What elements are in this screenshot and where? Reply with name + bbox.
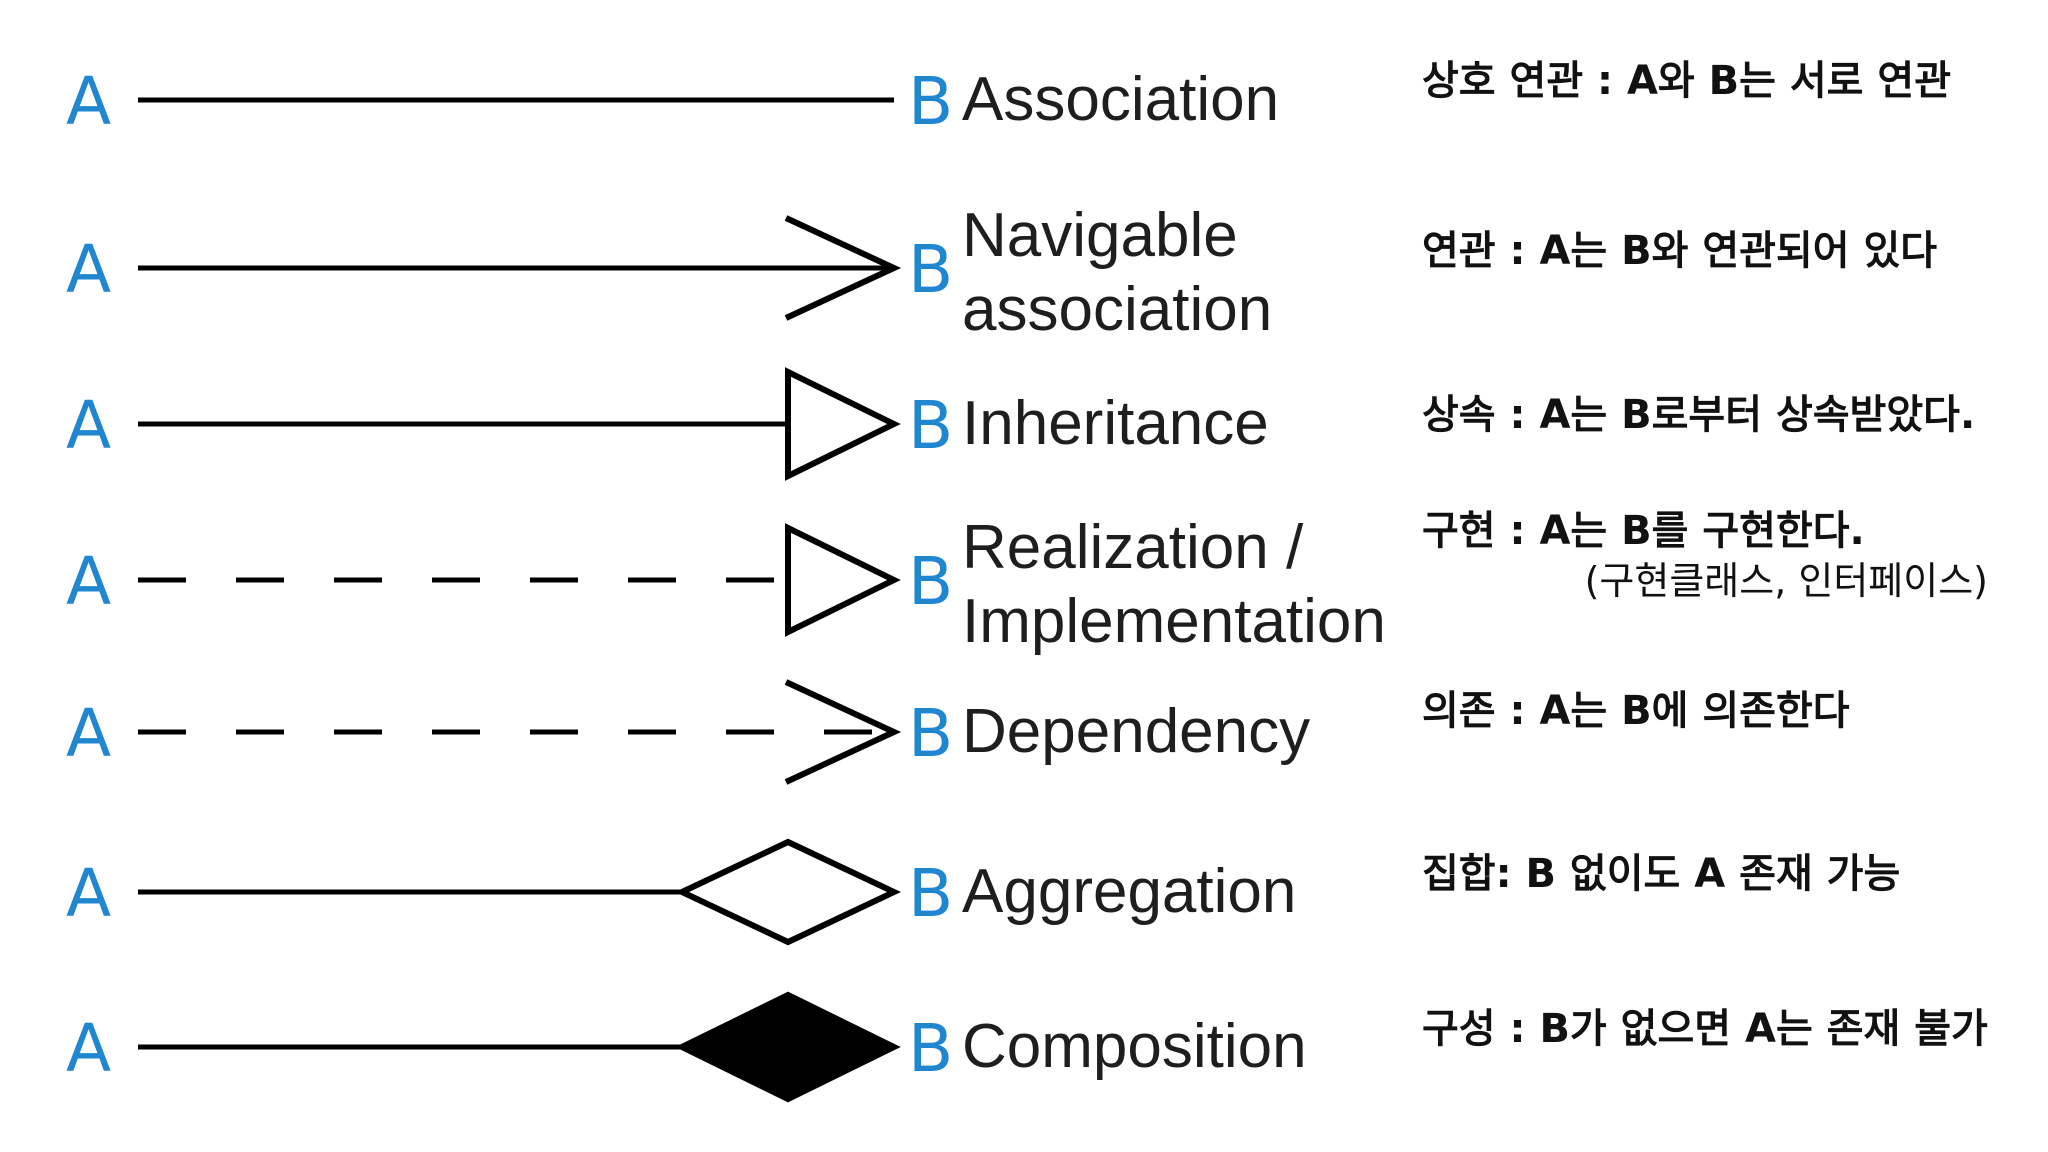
realization-description-note: (구현클래스, 인터페이스) bbox=[1585, 559, 1988, 603]
target-label-B: B bbox=[908, 231, 953, 308]
navigable-association-name-line-2: association bbox=[962, 275, 1272, 344]
navigable-association-description: 연관 : A는 B와 연관되어 있다 bbox=[1422, 228, 1937, 274]
aggregation-hollow-diamond bbox=[674, 838, 902, 946]
target-label-B: B bbox=[908, 695, 953, 772]
navigable-association-name-line-1: Navigable bbox=[962, 201, 1238, 270]
target-label-B: B bbox=[908, 387, 953, 464]
source-label-A: A bbox=[66, 695, 111, 772]
source-label-A: A bbox=[66, 543, 111, 620]
dependency-open-arrowhead bbox=[784, 679, 902, 785]
navigable-association-open-arrowhead bbox=[784, 215, 902, 321]
composition-description: 구성 : B가 없으면 A는 존재 불가 bbox=[1422, 1006, 1988, 1052]
composition-name: Composition bbox=[962, 1012, 1307, 1081]
target-label-B: B bbox=[908, 1010, 953, 1087]
source-label-A: A bbox=[66, 63, 111, 140]
source-label-A: A bbox=[66, 231, 111, 308]
source-label-A: A bbox=[66, 387, 111, 464]
source-label-A: A bbox=[66, 855, 111, 932]
aggregation-name: Aggregation bbox=[962, 857, 1296, 926]
aggregation-description: 집합: B 없이도 A 존재 가능 bbox=[1422, 851, 1900, 897]
composition-filled-diamond bbox=[675, 991, 901, 1103]
realization-name-line-2: Implementation bbox=[962, 587, 1386, 656]
target-label-B: B bbox=[908, 63, 953, 140]
dependency-description: 의존 : A는 B에 의존한다 bbox=[1422, 688, 1850, 734]
target-label-B: B bbox=[908, 855, 953, 932]
target-label-B: B bbox=[908, 543, 953, 620]
association-description: 상호 연관 : A와 B는 서로 연관 bbox=[1422, 58, 1951, 104]
inheritance-triangle-arrowhead bbox=[785, 367, 901, 481]
inheritance-name: Inheritance bbox=[962, 389, 1269, 458]
source-label-A: A bbox=[66, 1010, 111, 1087]
dependency-name: Dependency bbox=[962, 697, 1310, 766]
realization-triangle-arrowhead bbox=[785, 523, 901, 637]
association-name: Association bbox=[962, 65, 1279, 134]
realization-name-line-1: Realization / bbox=[962, 513, 1304, 582]
inheritance-description: 상속 : A는 B로부터 상속받았다. bbox=[1422, 392, 1975, 438]
realization-description: 구현 : A는 B를 구현한다. bbox=[1422, 508, 1865, 554]
